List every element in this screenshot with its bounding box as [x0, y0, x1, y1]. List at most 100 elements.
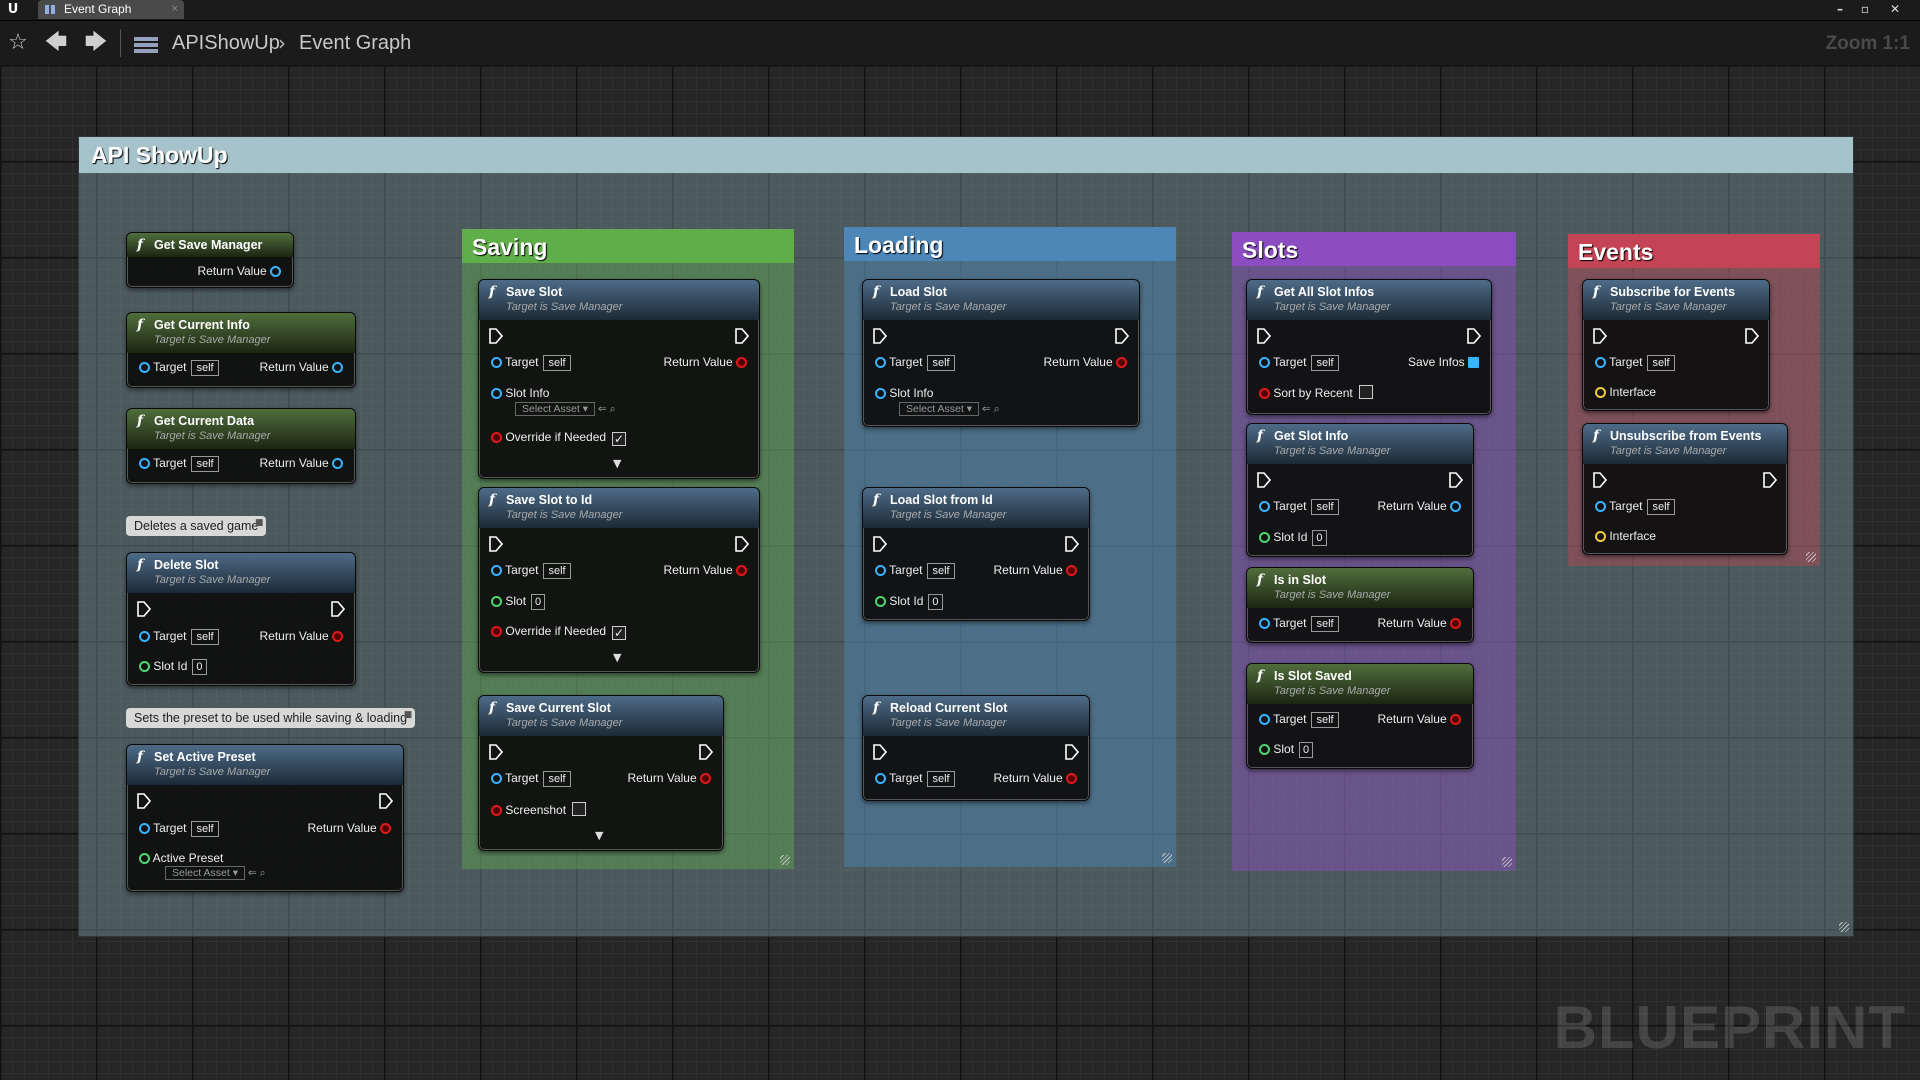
- asset-tools-icon[interactable]: ⇐ ⌕: [981, 403, 1000, 415]
- node-is-in-slot[interactable]: f Is in Slot Target is Save Manager Targ…: [1246, 567, 1474, 643]
- int-pin-icon[interactable]: [875, 596, 886, 607]
- tab-event-graph[interactable]: Event Graph ×: [38, 0, 184, 19]
- self-default[interactable]: self: [1311, 616, 1339, 632]
- pin-interface[interactable]: Interface: [1595, 385, 1656, 399]
- node-save-slot[interactable]: f Save Slot Target is Save Manager Targe…: [478, 279, 760, 479]
- pin-icon[interactable]: ■: [254, 518, 264, 528]
- bool-pin-icon[interactable]: [1450, 714, 1461, 725]
- interface-pin-icon[interactable]: [1595, 531, 1606, 542]
- pin-active-preset[interactable]: Active Preset: [139, 851, 223, 865]
- exec-in-pin-icon[interactable]: [1593, 328, 1607, 344]
- exec-in-pin-icon[interactable]: [137, 793, 151, 809]
- breadcrumb-leaf[interactable]: Event Graph: [299, 32, 412, 54]
- pin-return-value[interactable]: Return Value: [628, 771, 711, 785]
- select-asset-label[interactable]: Select Asset ▾: [515, 402, 595, 416]
- struct-pin-icon[interactable]: [332, 362, 343, 373]
- bool-pin-icon[interactable]: [1116, 357, 1127, 368]
- bool-pin-icon[interactable]: [1066, 773, 1077, 784]
- pin-return-value[interactable]: Return Value: [994, 771, 1077, 785]
- self-default[interactable]: self: [191, 456, 219, 472]
- exec-out-pin-icon[interactable]: [735, 536, 749, 552]
- exec-in-pin-icon[interactable]: [137, 601, 151, 617]
- class-pin-icon[interactable]: [491, 388, 502, 399]
- pin-return-value[interactable]: Return Value: [260, 360, 343, 374]
- bool-pin-icon[interactable]: [491, 805, 502, 816]
- self-default[interactable]: self: [191, 629, 219, 645]
- exec-out-pin-icon[interactable]: [1115, 328, 1129, 344]
- pin-return-value[interactable]: Return Value: [308, 821, 391, 835]
- select-asset-dropdown[interactable]: Select Asset ▾ ⇐ ⌕: [515, 402, 616, 416]
- pin-return-value[interactable]: Return Value: [664, 355, 747, 369]
- exec-out-pin-icon[interactable]: [1745, 328, 1759, 344]
- self-default[interactable]: self: [1311, 499, 1339, 515]
- bool-pin-icon[interactable]: [736, 357, 747, 368]
- resize-handle[interactable]: [780, 855, 790, 865]
- node-get-current-data[interactable]: f Get Current Data Target is Save Manage…: [126, 408, 356, 484]
- self-default[interactable]: self: [1311, 712, 1339, 728]
- resize-handle[interactable]: [1502, 857, 1512, 867]
- object-pin-icon[interactable]: [875, 773, 886, 784]
- expand-arrow-icon[interactable]: ▼: [613, 457, 622, 470]
- select-asset-dropdown[interactable]: Select Asset ▾ ⇐ ⌕: [165, 866, 266, 880]
- node-get-all-slot-infos[interactable]: f Get All Slot Infos Target is Save Mana…: [1246, 279, 1492, 415]
- override-checkbox[interactable]: ✓: [612, 626, 627, 640]
- slot-id-input[interactable]: 0: [928, 594, 943, 610]
- select-asset-dropdown[interactable]: Select Asset ▾ ⇐ ⌕: [899, 402, 1000, 416]
- exec-out-pin-icon[interactable]: [1449, 472, 1463, 488]
- bool-pin-icon[interactable]: [736, 565, 747, 576]
- node-get-slot-info[interactable]: f Get Slot Info Target is Save Manager T…: [1246, 423, 1474, 557]
- self-default[interactable]: self: [1311, 355, 1339, 371]
- int-pin-icon[interactable]: [139, 661, 150, 672]
- exec-out-pin-icon[interactable]: [1065, 536, 1079, 552]
- exec-out-pin-icon[interactable]: [331, 601, 345, 617]
- pin-icon[interactable]: ■: [403, 710, 413, 720]
- minimize-button[interactable]: –: [1837, 2, 1843, 16]
- group-title-saving[interactable]: Saving: [462, 229, 794, 263]
- forward-arrow-icon[interactable]: 🡆: [84, 30, 108, 55]
- pin-return-value[interactable]: Return Value: [1378, 712, 1461, 726]
- bool-pin-icon[interactable]: [491, 626, 502, 637]
- object-pin-icon[interactable]: [139, 631, 150, 642]
- object-pin-icon[interactable]: [1450, 501, 1461, 512]
- object-pin-icon[interactable]: [139, 823, 150, 834]
- expand-arrow-icon[interactable]: ▼: [595, 829, 604, 842]
- node-get-current-info[interactable]: f Get Current Info Target is Save Manage…: [126, 312, 356, 388]
- pin-return-value[interactable]: Return Value: [1044, 355, 1127, 369]
- breadcrumb-root[interactable]: APIShowUp: [172, 32, 280, 54]
- object-pin-icon[interactable]: [1595, 357, 1606, 368]
- self-default[interactable]: self: [927, 563, 955, 579]
- node-subscribe-for-events[interactable]: f Subscribe for Events Target is Save Ma…: [1582, 279, 1770, 411]
- comment-bubble-preset[interactable]: Sets the preset to be used while saving …: [126, 708, 416, 728]
- asset-tools-icon[interactable]: ⇐ ⌕: [247, 867, 266, 879]
- node-load-slot-from-id[interactable]: f Load Slot from Id Target is Save Manag…: [862, 487, 1090, 621]
- pin-sort-by-recent[interactable]: Sort by Recent: [1259, 385, 1373, 400]
- object-pin-icon[interactable]: [1595, 501, 1606, 512]
- pin-interface[interactable]: Interface: [1595, 529, 1656, 543]
- node-reload-current-slot[interactable]: f Reload Current Slot Target is Save Man…: [862, 695, 1090, 801]
- exec-out-pin-icon[interactable]: [735, 328, 749, 344]
- object-pin-icon[interactable]: [491, 357, 502, 368]
- node-delete-slot[interactable]: f Delete Slot Target is Save Manager Tar…: [126, 552, 356, 686]
- bool-pin-icon[interactable]: [1259, 388, 1270, 399]
- self-default[interactable]: self: [543, 771, 571, 787]
- bool-pin-icon[interactable]: [1066, 565, 1077, 576]
- object-pin-icon[interactable]: [1259, 618, 1270, 629]
- slot-id-input[interactable]: 0: [192, 659, 207, 675]
- expand-arrow-icon[interactable]: ▼: [613, 651, 622, 664]
- group-title-slots[interactable]: Slots: [1232, 232, 1516, 266]
- asset-pin-icon[interactable]: [139, 853, 150, 864]
- exec-in-pin-icon[interactable]: [873, 536, 887, 552]
- resize-handle[interactable]: [1162, 853, 1172, 863]
- pin-return-value[interactable]: Return Value: [1378, 616, 1461, 630]
